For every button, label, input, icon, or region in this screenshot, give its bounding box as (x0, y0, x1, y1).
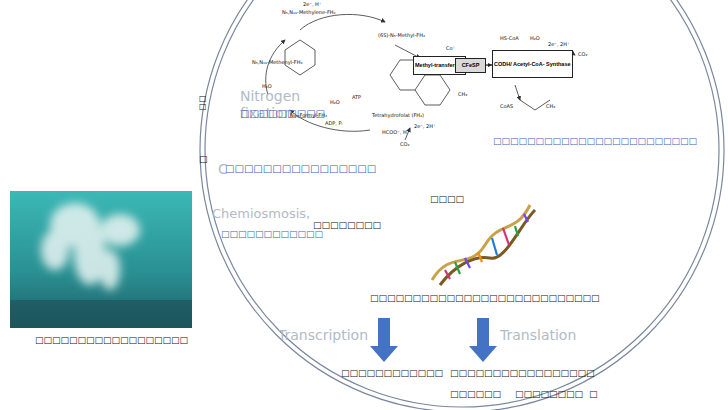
pathway-label: 2e⁻, 2H⁺ (414, 124, 436, 130)
cell-outline (200, 0, 724, 410)
pathway-label: 2e⁻, 2H⁺ (548, 42, 570, 48)
pathway-label: CoAS (500, 104, 513, 110)
pathway-label: (6S)-N₅-Methyl-FH₄ (378, 33, 425, 39)
process-label: Translation (500, 328, 576, 343)
overlay-text: □□□□□□□□□□□□□□□□ (225, 163, 376, 174)
body-text: □□□□□□□□□□□□□□□□□ (450, 369, 595, 379)
pathway-label: CH₃ (546, 104, 555, 110)
glyph-text: □ (199, 103, 207, 112)
enzyme-box: CFeSP (455, 58, 486, 73)
body-text: □□□□□□□□□□□□□□□□□□□□□□□□□□□ (370, 294, 600, 304)
pathway-label: H₂O (262, 84, 272, 90)
faded-heading: Nitrogen (240, 89, 300, 104)
overlay-text: □□□□□□□□□□□□ (221, 230, 323, 240)
body-text: □□□□□□□□ (515, 390, 583, 400)
overlay-text: □□□□□□□□□□□□□□□□□□□□□□□□ (493, 137, 697, 147)
enzyme-box: CODH/ Acetyl-CoA- Synthase (492, 50, 573, 78)
pathway-label: CH₃ (458, 92, 467, 98)
body-text: □□□□□□□□□□□□ (341, 369, 443, 379)
process-arrow (370, 318, 497, 362)
body-text: □□□□□□ (450, 390, 501, 400)
process-label: Transcription (278, 328, 368, 343)
enzyme-name: CFeSP (462, 62, 480, 68)
pathway-label: Co⁺ (446, 46, 455, 52)
pathway-label: Tetrahydrofolat (FH₄) (372, 113, 424, 119)
pathway-sketch (266, 14, 575, 140)
body-text: □ (589, 390, 598, 400)
pathway-label: N₁₀-Formyl-FH₄ (290, 113, 327, 119)
pathway-label: N₅,N₁₀-Methylene-FH₄ (282, 10, 336, 16)
cell-outline (205, 0, 719, 407)
body-text: □□□□□□□□ (313, 221, 381, 231)
pathway-label: CO₂ (400, 142, 409, 148)
pathway-label: 2e⁻, H⁺ (303, 2, 321, 8)
pathway-label: ADP, Pᵢ (325, 121, 342, 127)
pathway-label: H₂O (330, 100, 340, 106)
photo-caption: □□□□□□□□□□□□□□□□□□ (35, 336, 188, 346)
pathway-label: H₂O (530, 36, 540, 42)
glyph-text: □ (199, 155, 208, 165)
pathway-label: CO₂ (578, 52, 587, 58)
body-text: □□□□ (430, 195, 464, 205)
vent-photo (10, 191, 192, 328)
faded-heading: Chemiosmosis, (212, 207, 310, 221)
enzyme-name: CODH/ Acetyl-CoA- Synthase (494, 61, 571, 67)
pathway-label: HS-CoA (500, 36, 519, 42)
pathway-label: HCOO⁻, H⁺ (382, 130, 409, 136)
pathway-label: N₅,N₁₀-Methenyl-FH₄ (252, 60, 302, 66)
pathway-label: ATP (352, 95, 361, 101)
dna-helix (432, 205, 535, 285)
